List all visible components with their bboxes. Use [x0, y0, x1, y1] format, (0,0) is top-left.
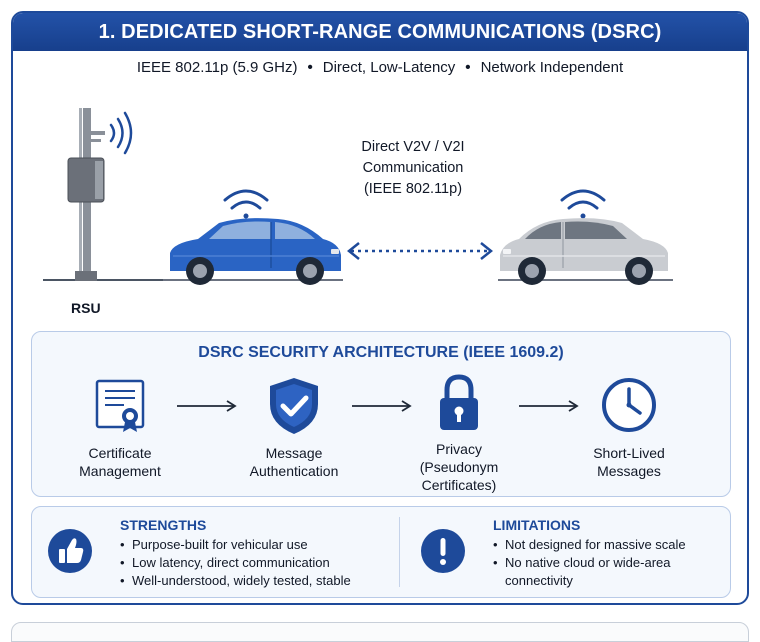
- scene-illustration: [43, 108, 673, 285]
- rsu-label: RSU: [71, 300, 101, 316]
- security-architecture-box: DSRC SECURITY ARCHITECTURE (IEEE 1609.2)…: [31, 331, 731, 497]
- security-item-certificate: Certificate Management: [60, 444, 180, 480]
- security-item-label: Short-Lived: [593, 445, 665, 461]
- security-item-short-lived: Short-Lived Messages: [569, 444, 689, 480]
- strengths-limitations-box: STRENGTHS Purpose-built for vehicular us…: [31, 506, 731, 598]
- blue-car-icon: [170, 218, 341, 285]
- security-item-authentication: Message Authentication: [234, 444, 354, 480]
- security-item-label: Privacy: [436, 441, 482, 457]
- security-item-label: Message: [265, 445, 323, 461]
- limitations-list: Not designed for massive scale No native…: [493, 536, 686, 590]
- list-item: Low latency, direct communication: [120, 554, 351, 572]
- thumbs-up-icon: [48, 529, 92, 573]
- next-panel-edge: [11, 622, 749, 642]
- subtitle-part-standard: IEEE 802.11p (5.9 GHz): [136, 59, 298, 76]
- communication-label-line: (IEEE 802.11p): [363, 181, 463, 197]
- security-item-label: Messages: [597, 463, 661, 479]
- communication-label: Direct V2V / V2I Communication (IEEE 802…: [313, 137, 513, 200]
- rsu-pole-icon: [67, 108, 105, 281]
- page-title: 1. DEDICATED SHORT-RANGE COMMUNICATIONS …: [13, 13, 747, 51]
- list-item-continuation-text: connectivity: [505, 573, 573, 588]
- strengths-list: Purpose-built for vehicular use Low late…: [120, 536, 351, 590]
- clock-icon: [602, 378, 656, 432]
- list-item-continuation: connectivity: [493, 572, 686, 590]
- wifi-icon: [560, 189, 606, 219]
- subtitle-part-network: Network Independent: [480, 59, 624, 76]
- subtitle-separator: •: [307, 59, 313, 76]
- strengths-title: STRENGTHS: [120, 517, 207, 533]
- subtitle-part-latency: Direct, Low-Latency: [322, 59, 456, 76]
- security-item-label: (Pseudonym: [419, 459, 499, 475]
- divider: [399, 517, 400, 587]
- subtitle: IEEE 802.11p (5.9 GHz) • Direct, Low-Laten…: [13, 59, 747, 76]
- v2v-link-arrow-icon: [346, 242, 494, 260]
- subtitle-separator: •: [465, 59, 471, 76]
- shield-check-icon: [270, 378, 318, 434]
- exclamation-icon: [421, 529, 465, 573]
- list-item: No native cloud or wide-area: [493, 554, 686, 572]
- arrow-right-icon: [352, 400, 412, 412]
- list-item: Purpose-built for vehicular use: [120, 536, 351, 554]
- silver-car-icon: [500, 218, 668, 285]
- rsu-signal-icon: [109, 111, 133, 155]
- arrow-right-icon: [519, 400, 579, 412]
- padlock-icon: [440, 374, 478, 430]
- dsrc-panel: 1. DEDICATED SHORT-RANGE COMMUNICATIONS …: [11, 11, 749, 605]
- certificate-icon: [95, 379, 145, 432]
- security-item-privacy: Privacy (Pseudonym Certificates): [399, 440, 519, 494]
- list-item: Not designed for massive scale: [493, 536, 686, 554]
- list-item: Well-understood, widely tested, stable: [120, 572, 351, 590]
- security-title: DSRC SECURITY ARCHITECTURE (IEEE 1609.2): [198, 344, 564, 361]
- security-item-label: Certificate: [88, 445, 152, 461]
- security-item-label: Management: [79, 463, 161, 479]
- limitations-title: LIMITATIONS: [493, 517, 581, 533]
- wifi-icon: [223, 189, 269, 219]
- security-item-label: Certificates): [421, 477, 497, 493]
- communication-label-line: Communication: [362, 160, 464, 176]
- security-item-label: Authentication: [249, 463, 339, 479]
- v2v-scene: Direct V2V / V2I Communication (IEEE 802…: [13, 93, 747, 316]
- communication-label-line: Direct V2V / V2I: [361, 139, 465, 155]
- arrow-right-icon: [177, 400, 237, 412]
